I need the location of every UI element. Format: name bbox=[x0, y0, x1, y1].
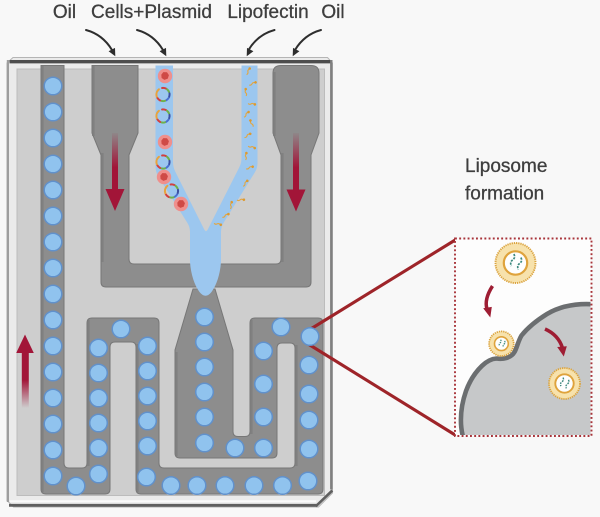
svg-text:Cells+Plasmid: Cells+Plasmid bbox=[91, 2, 212, 23]
svg-text:Oil: Oil bbox=[321, 2, 344, 23]
svg-text:Lipofectin: Lipofectin bbox=[227, 2, 308, 23]
svg-text:Oil: Oil bbox=[53, 2, 76, 23]
svg-text:formation: formation bbox=[465, 184, 544, 205]
svg-text:Liposome: Liposome bbox=[465, 156, 547, 177]
